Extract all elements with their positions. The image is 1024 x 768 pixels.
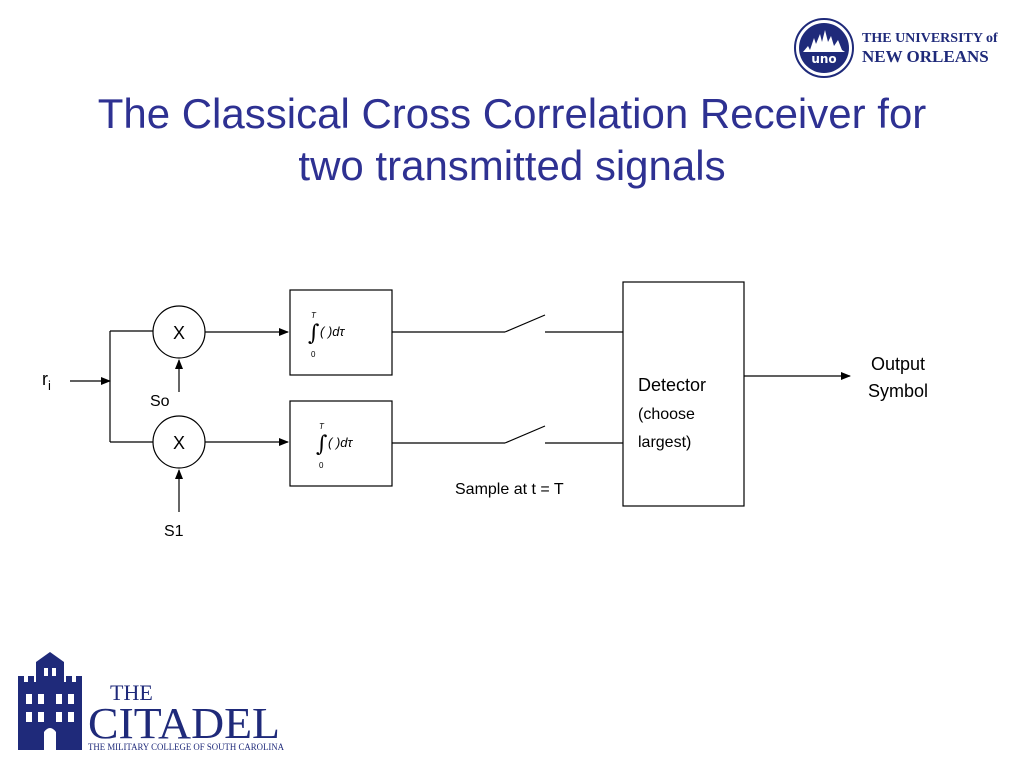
citadel-line-2: CITADEL	[88, 699, 280, 748]
detector-label-line-2: (choose	[638, 406, 695, 423]
citadel-line-1: THE	[110, 680, 153, 705]
slide-title: The Classical Cross Correlation Receiver…	[0, 88, 1024, 192]
citadel-logo: THE CITADEL THE MILITARY COLLEGE OF SOUT…	[18, 652, 284, 752]
citadel-tower-icon	[18, 652, 82, 750]
sample-label: Sample at t = T	[455, 481, 564, 498]
top-integrator-expression: T ∫ 0 ( )dτ	[308, 311, 346, 359]
integral-sign-icon: ∫	[316, 432, 328, 457]
input-signal-label: ri	[42, 369, 51, 393]
s1-reference-label: S1	[164, 523, 184, 540]
svg-text:0: 0	[311, 350, 316, 359]
detector-label-line-3: largest)	[638, 434, 691, 451]
detector-label-line-1: Detector	[638, 375, 706, 395]
svg-text:( )dτ: ( )dτ	[320, 324, 346, 339]
uno-line-2: NEW ORLEANS	[862, 47, 989, 66]
uno-logo: uno THE UNIVERSITY of NEW ORLEANS	[794, 18, 998, 78]
output-label-line-1: Output	[871, 354, 925, 374]
bottom-integrator-expression: T ∫ 0 ( )dτ	[316, 422, 354, 470]
bottom-sampling-switch	[504, 425, 546, 444]
title-line-1: The Classical Cross Correlation Receiver…	[97, 90, 927, 137]
top-multiplier-label: X	[173, 323, 185, 343]
svg-text:0: 0	[319, 461, 324, 470]
so-reference-label: So	[150, 393, 170, 410]
top-sampling-switch	[504, 314, 546, 333]
uno-line-1: THE UNIVERSITY of	[862, 31, 998, 46]
bottom-multiplier-label: X	[173, 433, 185, 453]
detector-box	[622, 281, 745, 507]
svg-text:T: T	[319, 422, 325, 431]
output-label-line-2: Symbol	[868, 381, 928, 401]
uno-mark: uno	[811, 52, 836, 66]
integral-sign-icon: ∫	[308, 321, 320, 346]
title-line-2: two transmitted signals	[298, 142, 726, 189]
citadel-tagline: THE MILITARY COLLEGE OF SOUTH CAROLINA	[88, 742, 284, 752]
svg-text:T: T	[311, 311, 317, 320]
svg-text:( )dτ: ( )dτ	[328, 435, 354, 450]
